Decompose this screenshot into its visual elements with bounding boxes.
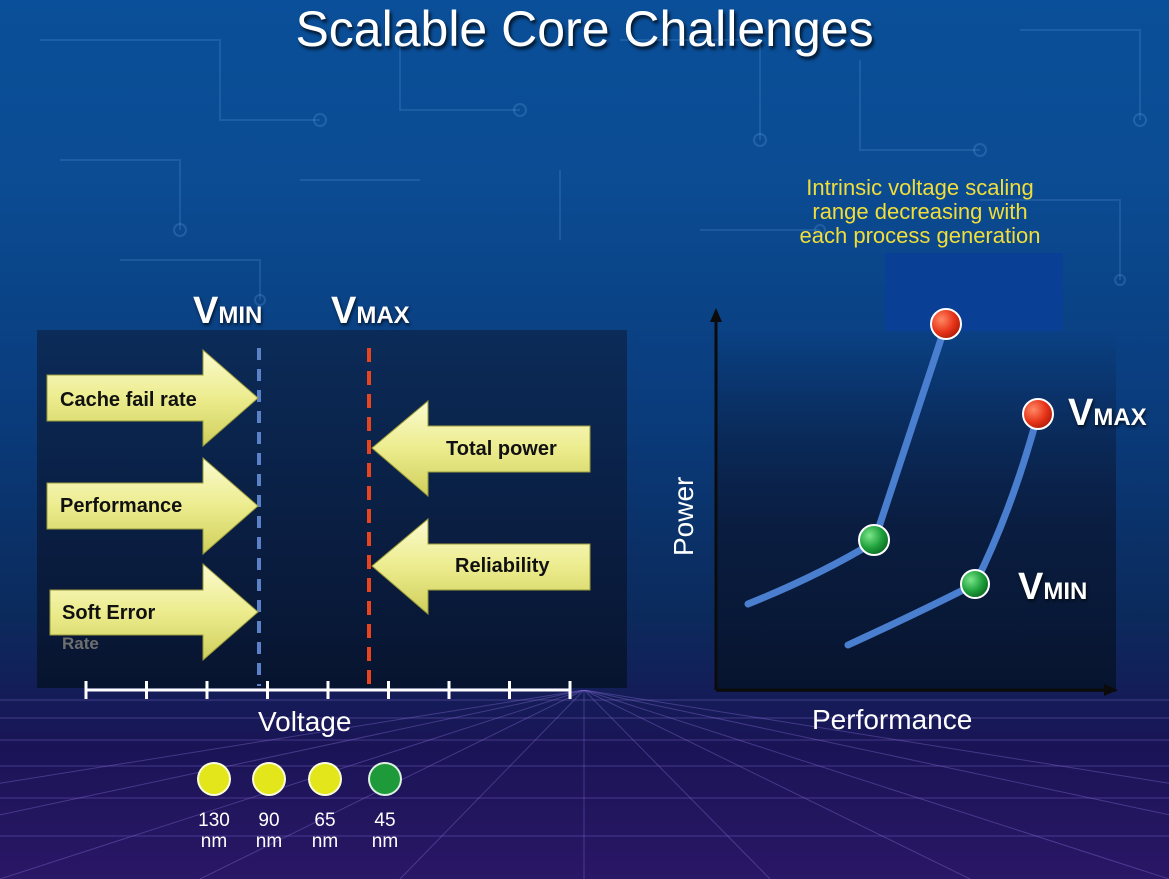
vmin-label-sub: MIN [218, 302, 263, 329]
right-vmax-label-main: V [1068, 392, 1094, 434]
scaling-note-line-2: range decreasing with [812, 199, 1028, 224]
arrow-reliability [371, 517, 591, 616]
arrow-label-performance: Performance [60, 495, 183, 517]
arrow-label-reliability: Reliability [455, 555, 550, 577]
marker-vmax-newer [1022, 398, 1054, 430]
legend-label-unit: nm [255, 831, 283, 852]
voltage-range-box [885, 253, 1063, 331]
arrow-label-soft-error: Soft Error [62, 602, 156, 624]
legend-label-value: 90 [258, 810, 280, 831]
performance-axis-label: Performance [812, 704, 973, 735]
curve-older-process [744, 320, 950, 608]
vmax-label-sub: MAX [356, 302, 410, 329]
arrow-label-total-power: Total power [446, 438, 557, 460]
vmin-label: VMIN [193, 290, 262, 333]
voltage-axis-label: Voltage [258, 706, 352, 737]
arrow-cache-fail-rate [46, 348, 259, 448]
right-panel [716, 330, 1116, 692]
legend-circle [197, 762, 231, 796]
arrow-label-cache-fail-rate: Cache fail rate [60, 389, 197, 411]
arrow-performance [46, 456, 259, 556]
vmin-label-main: V [193, 290, 219, 332]
slide-title: Scalable Core Challenges [295, 1, 874, 57]
marker-vmin-newer [960, 569, 990, 599]
legend-label-value: 65 [314, 810, 336, 831]
legend-circle [368, 762, 402, 796]
power-axis-label: Power [668, 476, 699, 556]
right-vmin-label-sub: MIN [1043, 578, 1088, 605]
arrow-soft-error-rate [49, 562, 259, 662]
scaling-note-line-3: each process generation [799, 223, 1041, 248]
vmax-label: VMAX [331, 290, 410, 333]
right-vmin-label-main: V [1018, 566, 1044, 608]
legend-label-unit: nm [371, 831, 399, 852]
marker-vmin-older [858, 524, 890, 556]
scaling-note-line-1: Intrinsic voltage scaling [806, 175, 1034, 200]
floor-grid [0, 690, 1169, 879]
legend-circle [252, 762, 286, 796]
performance-axis-arrowhead [1104, 684, 1118, 696]
legend-label-value: 130 [198, 810, 230, 831]
vmax-label-main: V [331, 290, 357, 332]
legend-circle [308, 762, 342, 796]
legend-label-unit: nm [200, 831, 228, 852]
voltage-axis-ticks [84, 681, 572, 699]
power-axis-arrowhead [710, 308, 722, 322]
legend-label-unit: nm [311, 831, 339, 852]
right-vmax-label-sub: MAX [1093, 404, 1147, 431]
marker-vmax-older [930, 308, 962, 340]
arrow-total-power [371, 399, 591, 498]
right-vmin-label: VMIN [1018, 566, 1087, 609]
legend-label-value: 45 [374, 810, 396, 831]
right-vmax-label: VMAX [1068, 392, 1147, 435]
arrow-label-soft-error-rate: Rate [62, 634, 99, 653]
